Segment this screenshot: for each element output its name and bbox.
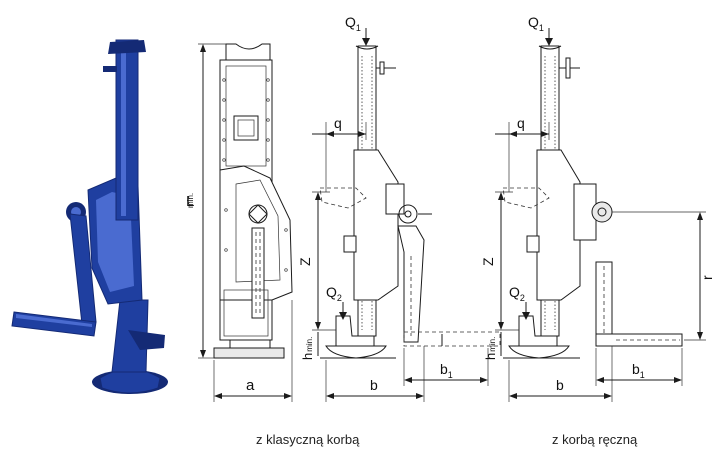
front-gear-square: [248, 204, 268, 224]
label-Z-mid: Z: [297, 257, 313, 266]
front-top-cap: [225, 43, 271, 61]
label-a: a: [246, 377, 255, 394]
label-q-mid: q: [334, 115, 342, 131]
front-rack-panel: [225, 65, 267, 167]
label-b1-mid: b1: [440, 361, 453, 380]
jack-lower-body: [111, 299, 149, 373]
mid-housing: [353, 149, 399, 301]
front-view: L min. a: [186, 43, 293, 402]
front-foot: [229, 339, 271, 349]
label-Q2-right: Q2: [509, 284, 525, 303]
dim-q-arrows: [326, 131, 366, 137]
mid-side-lug: [343, 235, 357, 253]
jack-head: [108, 40, 146, 54]
label-h-right: hmin.: [483, 337, 498, 360]
front-bolts: [222, 78, 288, 272]
label-r: r: [699, 275, 715, 280]
dim-a-arrows: [214, 393, 292, 399]
front-lower-panel: [223, 289, 269, 337]
mid-gear-box: [385, 183, 405, 215]
jack-photo: [11, 39, 168, 394]
right-housing: [536, 149, 581, 301]
mid-pin-body: [379, 61, 385, 75]
label-b-mid: b: [370, 377, 378, 393]
arrow-Q1-right-head: [545, 38, 553, 46]
mid-gear-hub: [404, 210, 412, 218]
mid-claw-raised: [319, 187, 367, 209]
mid-base: [325, 345, 387, 359]
jack-toe: [128, 330, 165, 350]
side-view-hand: Q1 Q2: [480, 14, 715, 402]
jack-pin: [103, 66, 117, 72]
right-ratchet-hub: [597, 207, 607, 217]
side-view-classic: Q1 Q2: [297, 14, 501, 402]
jack-rack: [115, 39, 139, 221]
arrow-Q2-right-head: [522, 312, 530, 320]
right-base: [508, 345, 570, 359]
label-q-right: q: [517, 115, 525, 131]
front-crank: [251, 227, 265, 319]
label-Z-right: Z: [480, 257, 496, 266]
front-housing-inner: [235, 179, 281, 283]
label-h-mid: hmin.: [300, 337, 315, 360]
arrow-Q2-mid-head: [339, 312, 347, 320]
dim-q-r-arrows: [509, 131, 549, 137]
right-pin-body: [565, 57, 571, 79]
label-Q2-mid: Q2: [326, 284, 342, 303]
front-base-plate: [213, 347, 285, 359]
label-b-right: b: [556, 377, 564, 393]
label-b1-right: b1: [632, 361, 645, 380]
mid-gear: [398, 204, 418, 224]
label-L: L: [186, 193, 194, 210]
right-rack-head: [538, 45, 562, 50]
front-window-inner: [237, 119, 255, 137]
front-window: [233, 115, 259, 141]
jack-handle-highlight: [16, 314, 92, 327]
label-L-sub: min.: [186, 193, 195, 208]
jack-rack-highlight: [121, 44, 126, 216]
mid-rack-head: [355, 45, 379, 50]
caption-hand-crank: z korbą ręczną: [552, 432, 638, 447]
label-Q1-right: Q1: [528, 14, 544, 33]
right-ratchet: [591, 201, 613, 223]
arrow-Q1-mid-head: [362, 38, 370, 46]
label-Q1-mid: Q1: [345, 14, 361, 33]
front-crank-hidden: [255, 232, 261, 316]
right-side-lug: [526, 235, 540, 253]
caption-classic-crank: z klasyczną korbą: [256, 432, 360, 447]
right-claw-raised: [502, 187, 550, 209]
mid-handle: [403, 331, 501, 347]
